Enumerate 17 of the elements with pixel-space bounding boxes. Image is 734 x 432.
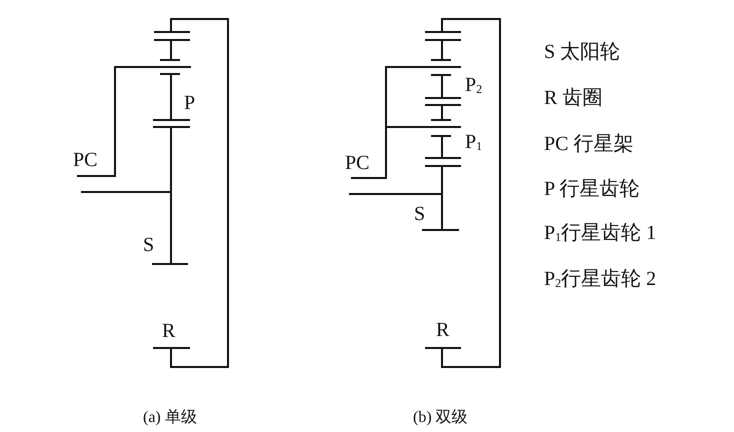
part-label: PC xyxy=(345,152,370,174)
part-label: R xyxy=(436,319,450,341)
symbol-definition: P$_{1}$行星齿轮 1 xyxy=(544,222,656,246)
part-label: S xyxy=(414,203,426,225)
symbol-definition: P 行星齿轮 xyxy=(544,178,640,200)
part-label: PC xyxy=(73,149,98,171)
symbol-definition: PC 行星架 xyxy=(544,133,634,155)
part-label: P$_{2}$ xyxy=(465,74,482,98)
symbol-definition: P$_{2}$行星齿轮 2 xyxy=(544,268,656,292)
symbol-definition: R 齿圈 xyxy=(544,87,602,109)
part-label: R xyxy=(162,320,176,342)
symbol-definition: S 太阳轮 xyxy=(544,41,620,63)
figure-caption: (b) 双级 xyxy=(413,408,468,428)
part-label: P$_{1}$ xyxy=(465,131,482,155)
figure-caption: (a) 单级 xyxy=(143,408,197,428)
part-label: S xyxy=(143,234,154,256)
part-label: P xyxy=(184,92,196,114)
